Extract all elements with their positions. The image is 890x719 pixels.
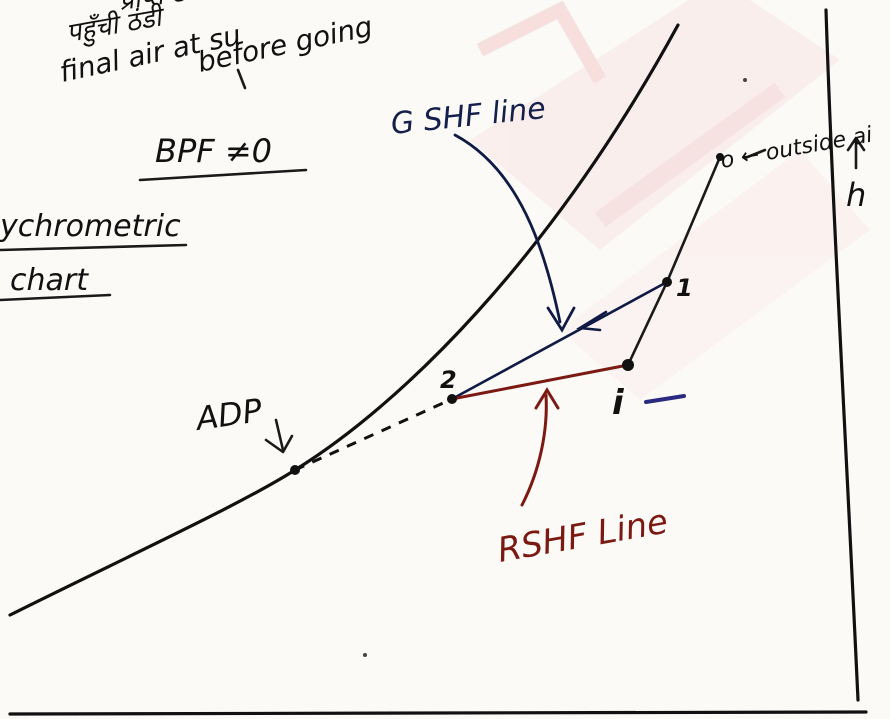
right-up-arrow [846,136,866,170]
adp-label: ADP [192,391,265,438]
watermark [470,0,870,400]
chart-label-underline-2 [0,293,112,302]
point-1 [662,277,672,287]
point-i-label: i [612,383,625,423]
chart-label-underline-1 [0,243,188,252]
outside-air-pointer [743,148,767,160]
gshf-pointer [453,133,562,324]
right-side-note: h [846,176,866,214]
point-2 [447,394,457,404]
header-note-4: before going [195,10,376,79]
point-1-label: 1 [676,274,693,302]
point-o [716,153,724,161]
gshf-direction-arrow [576,310,608,332]
stray-dot [743,78,747,82]
adp-pointer [274,418,285,452]
point-2-label: 2 [440,366,457,394]
rshf-label: RSHF Line [495,502,671,571]
point-i [622,359,634,371]
adp-point [290,465,300,475]
adp-pointer-head [264,434,294,454]
stray-dot [363,653,367,657]
rshf-pointer-head [534,387,560,410]
bottom-axis [8,710,868,716]
header-stroke [236,68,247,90]
rshf-pointer [520,393,548,507]
gshf-pointer-head [546,306,576,333]
chart-label-line2: chart [10,263,89,298]
rshf-line [450,363,630,401]
right-axis [824,8,860,702]
adp-dashed-extension [294,397,453,472]
point-i-scribble [644,394,686,404]
gshf-line [450,280,669,401]
chart-label-line1: ychrometric [0,209,181,244]
saturation-curve [8,23,680,617]
bpf-label: BPF ≠0 [155,132,272,170]
bpf-underline [138,168,308,182]
